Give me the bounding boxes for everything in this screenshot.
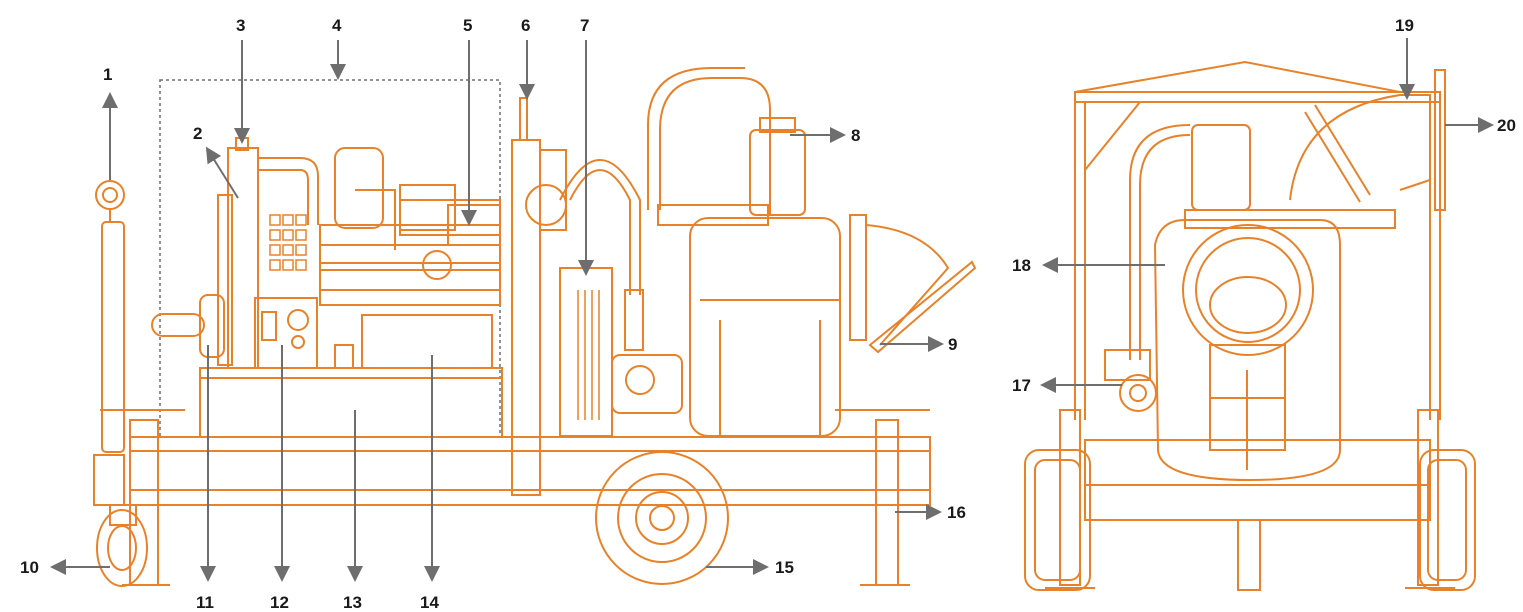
right-wheel bbox=[1419, 449, 1476, 591]
jockey-wheel bbox=[96, 509, 148, 587]
pump-body bbox=[1153, 219, 1341, 482]
callout-9: 9 bbox=[948, 335, 958, 354]
lifting-post bbox=[511, 139, 541, 496]
side-view bbox=[93, 67, 977, 587]
callout-17: 17 bbox=[1012, 376, 1031, 395]
callout-19: 19 bbox=[1395, 16, 1414, 35]
callout-3: 3 bbox=[236, 16, 246, 35]
callout-6: 6 bbox=[521, 16, 531, 35]
callout-8: 8 bbox=[851, 126, 861, 145]
radiator bbox=[227, 147, 259, 369]
arrow-2 bbox=[205, 146, 239, 199]
callout-20: 20 bbox=[1497, 116, 1516, 135]
callout-5: 5 bbox=[463, 16, 473, 35]
pump-casing bbox=[689, 217, 841, 437]
callout-13: 13 bbox=[343, 593, 362, 612]
leader-arrows bbox=[50, 38, 1494, 582]
callout-11: 11 bbox=[196, 593, 214, 612]
callout-7: 7 bbox=[580, 16, 590, 35]
control-panel bbox=[254, 297, 318, 369]
tow-eye bbox=[95, 180, 125, 210]
suction-flange bbox=[849, 214, 867, 341]
callout-12: 12 bbox=[270, 593, 289, 612]
front-view bbox=[1024, 60, 1476, 591]
callout-14: 14 bbox=[420, 593, 439, 612]
callout-10: 10 bbox=[20, 558, 39, 577]
frame-roof bbox=[1074, 60, 1401, 93]
callout-15: 15 bbox=[775, 558, 794, 577]
left-wheel bbox=[1024, 449, 1091, 591]
engine-block bbox=[319, 224, 501, 306]
discharge-outlet bbox=[1289, 94, 1431, 201]
callout-4: 4 bbox=[332, 16, 342, 35]
tow-bar bbox=[101, 221, 125, 453]
belt-guard bbox=[559, 267, 613, 437]
callout-2: 2 bbox=[193, 124, 203, 143]
callout-16: 16 bbox=[947, 503, 966, 522]
rear-jack bbox=[875, 419, 899, 586]
main-wheel bbox=[595, 451, 729, 585]
battery-box bbox=[361, 314, 493, 369]
callout-18: 18 bbox=[1012, 256, 1031, 275]
callout-1: 1 bbox=[103, 65, 113, 84]
air-filter bbox=[199, 294, 225, 358]
vacuum-pump bbox=[611, 354, 683, 414]
priming-valve bbox=[749, 129, 806, 216]
priming-tank bbox=[1191, 124, 1251, 211]
vacuum-pump-front bbox=[1119, 374, 1157, 412]
